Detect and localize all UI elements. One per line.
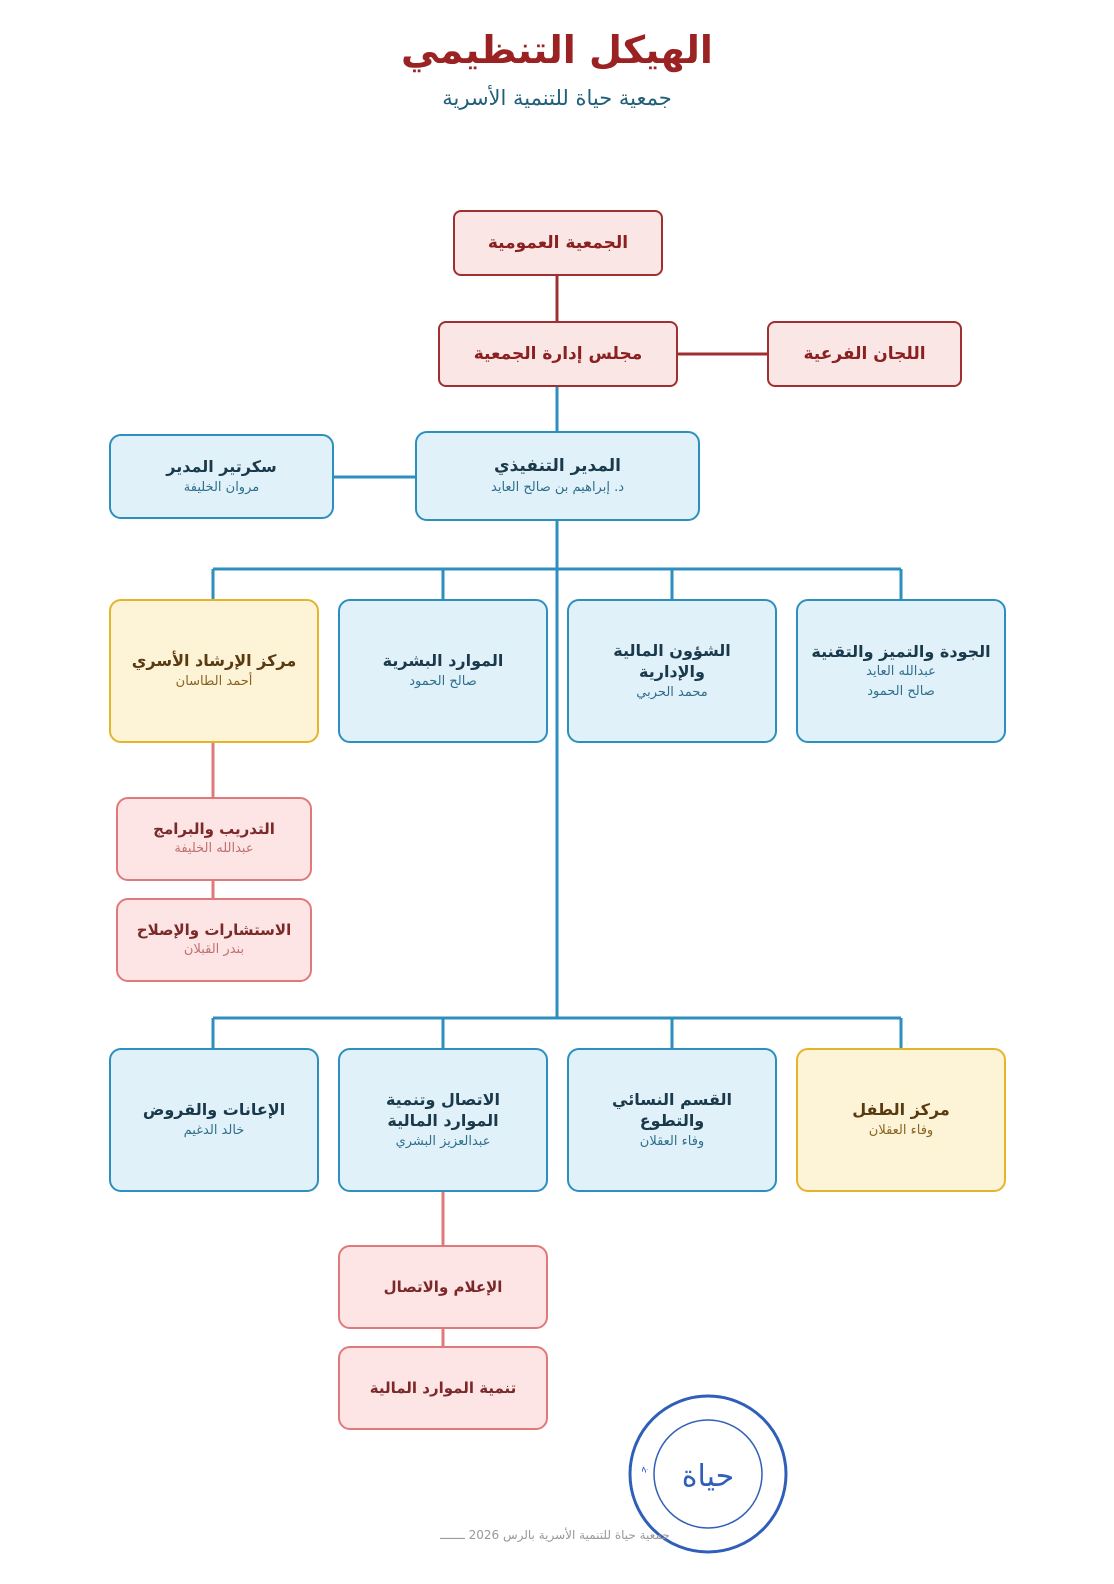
subunit-head-name: عبدالله الخليفة: [174, 841, 254, 857]
department-head-name: محمد الحربي: [636, 684, 708, 700]
department-label: القسم النسائي والتطوع: [612, 1089, 732, 1131]
department-head-name: أحمد الطاسان: [175, 674, 253, 690]
secretary-box: سكرتير المدير مروان الخليفة: [109, 434, 334, 519]
department-label: الإعانات والقروض: [142, 1100, 286, 1120]
executive-director-box: المدير التنفيذي د. إبراهيم بن صالح العاي…: [415, 431, 700, 521]
department-head-name: صالح الحمود: [409, 674, 477, 690]
footer-text: جمعية حياة للتنمية الأسرية بالرس 2026 ــ…: [440, 1528, 670, 1542]
organization-seal: جمعية حياة للتنمية الأسرية بمحافظة الرس …: [626, 1392, 788, 1554]
department-box-hr: الموارد البشرية صالح الحمود: [338, 599, 548, 743]
department-label: مركز الطفل: [852, 1100, 950, 1120]
department-box-child-center: مركز الطفل وفاء العقلان: [796, 1048, 1006, 1192]
subunit-box-financial-resources: تنمية الموارد المالية: [338, 1346, 548, 1430]
subunit-box-consultations: الاستشارات والإصلاح بندر القبلان: [116, 898, 312, 982]
department-head-name: عبدالله العايد: [866, 664, 936, 680]
department-box-aid-loans: الإعانات والقروض خالد الدغيم: [109, 1048, 319, 1192]
seal-inner-ring: [653, 1419, 763, 1529]
page-title: الهيكل التنظيمي: [401, 28, 713, 72]
board-box: مجلس إدارة الجمعية: [438, 321, 678, 387]
subunit-label: التدريب والبرامج: [153, 820, 275, 839]
subunit-head-name: بندر القبلان: [183, 942, 245, 958]
page-subtitle: جمعية حياة للتنمية الأسرية: [442, 86, 672, 110]
seal-outer-ring: [628, 1394, 788, 1554]
subunit-label: الاستشارات والإصلاح: [136, 921, 292, 940]
subcommittees-label: اللجان الفرعية: [803, 343, 926, 364]
department-label: الشؤون المالية والإدارية: [613, 640, 731, 682]
department-label: الجودة والتميز والتقنية: [811, 641, 991, 661]
subcommittees-box: اللجان الفرعية: [767, 321, 962, 387]
executive-director-name: د. إبراهيم بن صالح العايد: [491, 479, 625, 495]
department-box-quality: الجودة والتميز والتقنية عبدالله العايد ص…: [796, 599, 1006, 743]
department-label: الموارد البشرية: [382, 651, 504, 671]
department-head-name: وفاء العقلان: [639, 1133, 705, 1149]
department-head-name: صالح الحمود: [867, 683, 935, 699]
department-box-finance-admin: الشؤون المالية والإدارية محمد الحربي: [567, 599, 777, 743]
secretary-name: مروان الخليفة: [183, 479, 260, 495]
seal-center-text: حياة: [682, 1459, 734, 1494]
general-assembly-label: الجمعية العمومية: [487, 232, 629, 253]
executive-director-label: المدير التنفيذي: [494, 455, 621, 476]
board-label: مجلس إدارة الجمعية: [473, 343, 643, 364]
subunit-box-media: الإعلام والاتصال: [338, 1245, 548, 1329]
department-head-name: عبدالعزيز البشري: [395, 1133, 491, 1149]
subunit-label: تنمية الموارد المالية: [369, 1378, 517, 1397]
secretary-label: سكرتير المدير: [166, 456, 277, 476]
department-box-communication-funding: الاتصال وتنمية الموارد المالية عبدالعزيز…: [338, 1048, 548, 1192]
department-label: مركز الإرشاد الأسري: [131, 651, 297, 671]
department-label: الاتصال وتنمية الموارد المالية: [385, 1089, 501, 1131]
department-head-name: خالد الدغيم: [183, 1123, 245, 1139]
general-assembly-box: الجمعية العمومية: [453, 210, 663, 276]
department-head-name: وفاء العقلان: [868, 1123, 934, 1139]
subunit-label: الإعلام والاتصال: [383, 1277, 503, 1296]
department-box-family-counseling: مركز الإرشاد الأسري أحمد الطاسان: [109, 599, 319, 743]
department-box-women-volunteering: القسم النسائي والتطوع وفاء العقلان: [567, 1048, 777, 1192]
subunit-box-training: التدريب والبرامج عبدالله الخليفة: [116, 797, 312, 881]
